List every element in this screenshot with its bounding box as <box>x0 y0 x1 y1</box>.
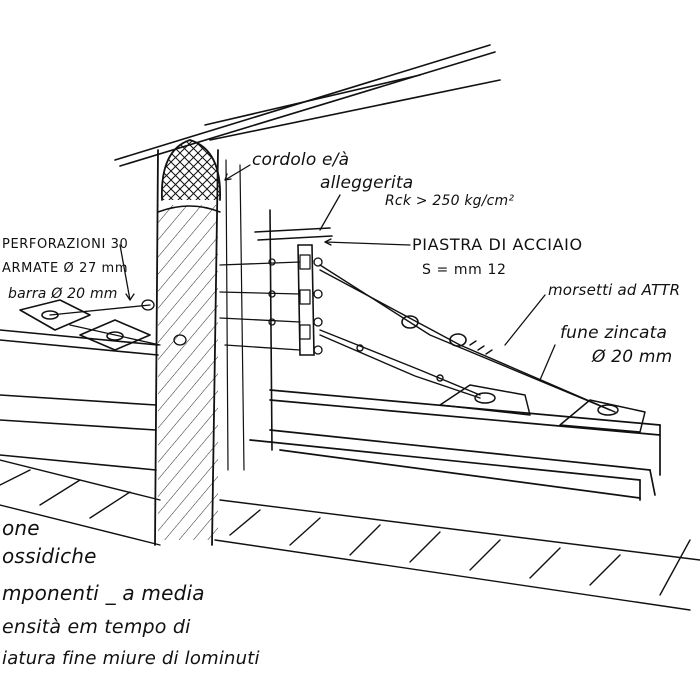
label-perforazioni-line2: ARMATE Ø 27 mm <box>2 261 128 276</box>
steel-cables-left <box>49 299 187 346</box>
concrete-curb <box>157 139 221 213</box>
roof-beam-lines <box>114 44 501 167</box>
label-bottom-line5: iatura fine miure di lominuti <box>2 648 260 669</box>
steel-cables <box>319 264 616 413</box>
steel-beam-left <box>0 299 159 471</box>
label-perforazioni-line1: PERFORAZIONI 30 <box>2 237 128 252</box>
label-cordolo-line1: cordolo e/à <box>252 150 349 170</box>
label-fune-line2: Ø 20 mm <box>591 347 672 367</box>
base-plates-right <box>439 384 646 433</box>
masonry-wall <box>154 149 245 546</box>
label-piastra-line2: S = mm 12 <box>422 262 506 278</box>
label-bottom-line1: one <box>2 516 40 540</box>
floor-hatching <box>0 459 700 611</box>
label-fune-line1: fune zincata <box>560 323 667 343</box>
label-rck-value: Rck > 250 kg/cm² <box>385 193 514 209</box>
label-piastra-line1: PIASTRA DI ACCIAIO <box>412 235 583 254</box>
label-perforazioni-line3: barra Ø 20 mm <box>8 286 118 302</box>
label-cordolo-line2: alleggerita <box>320 173 413 193</box>
label-morsetti: morsetti ad ATTR <box>548 281 680 299</box>
steel-plate <box>254 209 333 451</box>
leader-arrows <box>119 164 556 381</box>
label-bottom-line2: ossidiche <box>2 544 97 568</box>
label-bottom-line4: ensità em tempo di <box>2 616 191 638</box>
anchor-bars <box>219 257 323 355</box>
label-bottom-line3: mponenti _ a media <box>2 581 205 605</box>
